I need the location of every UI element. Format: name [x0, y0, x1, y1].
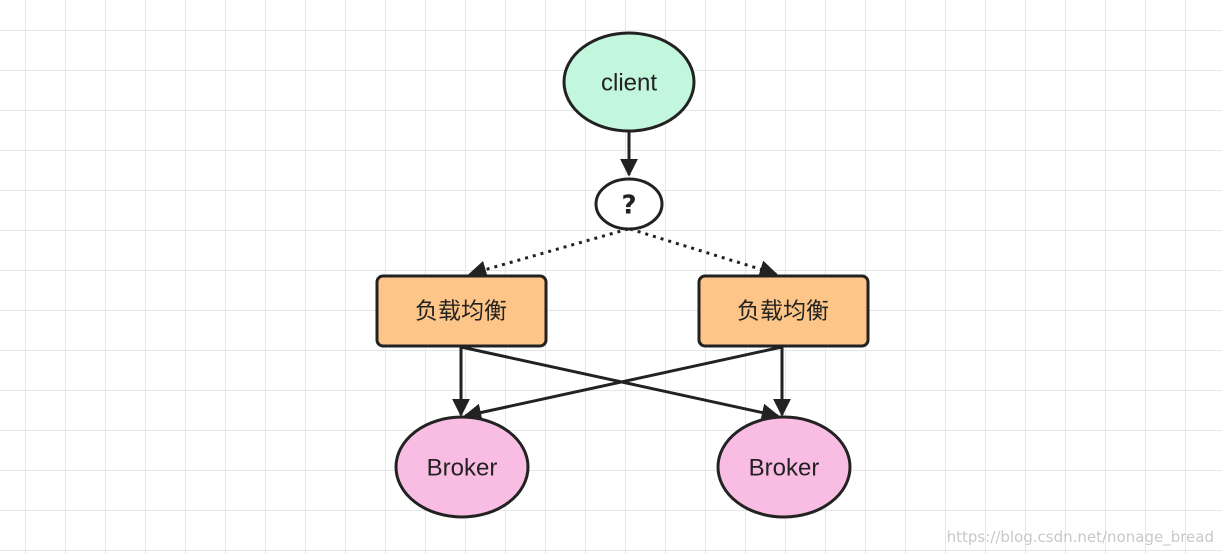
client-node[interactable]: client	[562, 31, 696, 133]
load-balancer-left[interactable]: 负载均衡	[375, 274, 548, 348]
load-balancer-right[interactable]: 负载均衡	[697, 274, 870, 348]
watermark-text: https://blog.csdn.net/nonage_bread	[947, 528, 1214, 547]
broker-right-ellipse	[716, 415, 852, 519]
edge-question-to-lb-left	[468, 227, 629, 279]
lb-left-box	[375, 274, 548, 348]
lb-right-label: 负载均衡	[737, 299, 829, 325]
broker-left-node[interactable]: Broker	[394, 415, 530, 519]
broker-left-label: Broker	[427, 454, 498, 481]
client-ellipse	[562, 31, 696, 133]
edge-question-to-lb-right	[629, 227, 778, 278]
edges	[452, 132, 791, 422]
edge-lb-right-to-broker-left	[463, 345, 783, 422]
broker-left-ellipse	[394, 415, 530, 519]
client-label: client	[601, 69, 657, 96]
broker-right-node[interactable]: Broker	[716, 415, 852, 519]
question-label: ?	[621, 191, 636, 221]
lb-right-box	[697, 274, 870, 348]
broker-right-label: Broker	[749, 454, 820, 481]
question-ellipse	[594, 177, 664, 231]
lb-left-label: 负载均衡	[415, 299, 507, 325]
question-node[interactable]: ?	[594, 177, 664, 231]
